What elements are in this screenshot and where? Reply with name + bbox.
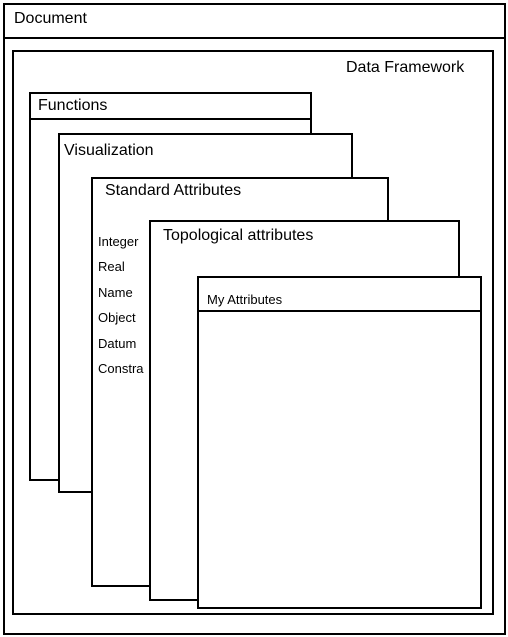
document-title-divider: [3, 37, 506, 39]
topological-attributes-title: Topological attributes: [163, 227, 314, 244]
attribute-item-object: Object: [98, 310, 136, 325]
standard-attributes-title: Standard Attributes: [105, 182, 242, 199]
functions-title: Functions: [38, 97, 108, 114]
document-title: Document: [14, 10, 87, 27]
attribute-item-datum: Datum: [98, 336, 137, 351]
my-attributes-layer: [197, 276, 482, 609]
functions-title-divider: [29, 118, 312, 120]
data-framework-title: Data Framework: [346, 59, 465, 76]
my-attributes-title: My Attributes: [207, 292, 283, 307]
attribute-item-integer: Integer: [98, 234, 139, 249]
my-attributes-title-divider: [197, 310, 482, 312]
attribute-item-constraint: Constra: [98, 361, 144, 376]
attribute-item-real: Real: [98, 259, 125, 274]
visualization-title: Visualization: [64, 142, 154, 159]
attribute-item-name: Name: [98, 285, 133, 300]
